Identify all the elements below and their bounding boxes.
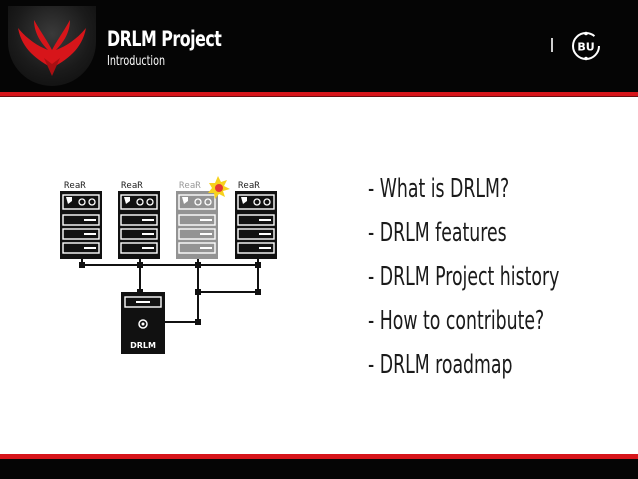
drlm-architecture-diagram: ReaR ReaR ReaR ReaR — [44, 168, 294, 368]
client-label: ReaR — [238, 181, 260, 191]
client-label: ReaR — [64, 181, 86, 191]
agenda-item: - How to contribute? — [368, 302, 559, 346]
server-label: DRLM — [130, 341, 156, 350]
bu-badge-text: BU — [577, 41, 594, 54]
drlm-winged-logo-icon — [8, 6, 96, 86]
header-divider — [551, 38, 553, 52]
diagram-canvas: ReaR ReaR ReaR ReaR — [44, 168, 294, 368]
drlm-server: DRLM — [121, 292, 165, 354]
agenda-item: - DRLM features — [368, 214, 559, 258]
slide-title: DRLM Project — [107, 27, 221, 51]
rear-client-3: ReaR — [176, 176, 230, 259]
slide-header: DRLM Project Introduction BU — [0, 0, 638, 92]
bu-logo-icon: BU — [571, 31, 601, 61]
rear-client-2: ReaR — [118, 181, 160, 259]
agenda-item: - What is DRLM? — [368, 170, 559, 214]
agenda-item: - DRLM roadmap — [368, 346, 559, 390]
agenda-list: - What is DRLM? - DRLM features - DRLM P… — [368, 170, 627, 390]
footer-bar — [0, 459, 638, 479]
slide-subtitle: Introduction — [107, 54, 165, 69]
agenda-item: - DRLM Project history — [368, 258, 559, 302]
bu-badge: BU — [571, 31, 601, 61]
logo-badge — [8, 6, 96, 86]
client-label: ReaR — [121, 181, 143, 191]
client-label: ReaR — [179, 181, 201, 191]
rear-client-1: ReaR — [60, 181, 102, 259]
network-lines — [82, 259, 258, 322]
header-accent-shadow — [0, 96, 638, 97]
rear-client-4: ReaR — [235, 181, 277, 259]
network-junctions — [79, 262, 261, 325]
